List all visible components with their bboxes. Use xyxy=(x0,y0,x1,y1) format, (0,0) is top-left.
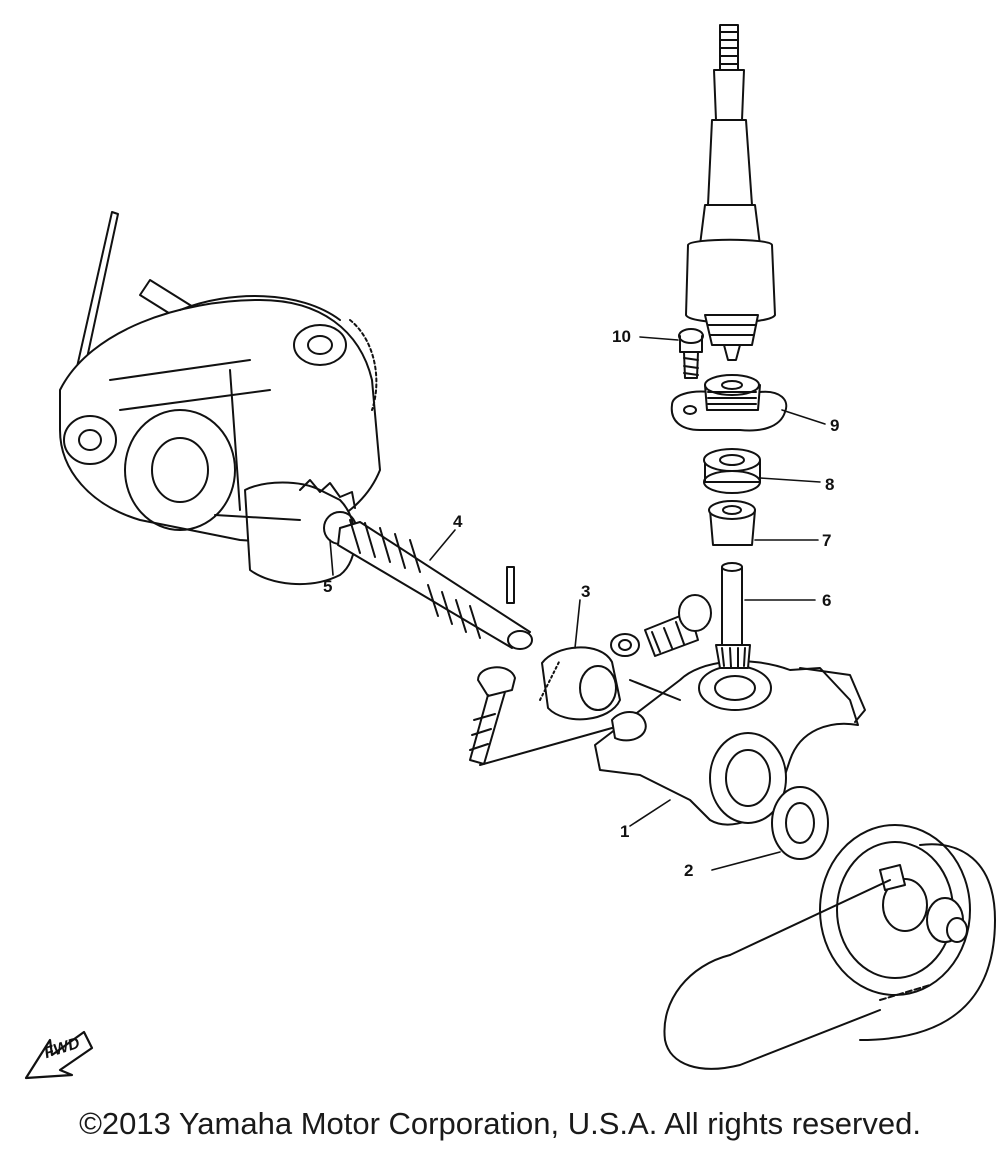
part-10-screw xyxy=(678,328,704,379)
callout-8: 8 xyxy=(825,475,835,494)
pulley-assembly xyxy=(663,824,996,1070)
callout-5: 5 xyxy=(323,577,333,596)
part-4-worm-shaft xyxy=(337,519,533,650)
callout-2: 2 xyxy=(684,861,694,880)
callout-7: 7 xyxy=(822,531,832,550)
copyright-notice: ©2013 Yamaha Motor Corporation, U.S.A. A… xyxy=(79,1106,921,1141)
part-2-seal xyxy=(771,786,829,860)
part-1-housing xyxy=(594,660,866,826)
callout-3: 3 xyxy=(581,582,591,601)
fwd-arrow-icon xyxy=(24,1030,94,1080)
exploded-parts-diagram xyxy=(24,24,996,1080)
leader-lines xyxy=(329,336,826,871)
callout-10: 10 xyxy=(612,327,631,346)
callout-6: 6 xyxy=(822,591,832,610)
callout-1: 1 xyxy=(620,822,630,841)
bolt-left xyxy=(469,666,613,766)
part-8-ring xyxy=(703,448,761,494)
callout-4: 4 xyxy=(453,512,463,531)
part-9-flange xyxy=(670,374,788,432)
speedometer-cable xyxy=(685,24,776,361)
part-7-bushing xyxy=(708,500,756,546)
part-6-gear-shaft xyxy=(715,562,751,669)
callout-9: 9 xyxy=(830,416,840,435)
bolt-right xyxy=(610,594,712,657)
pin xyxy=(506,566,515,604)
engine-assembly xyxy=(59,211,381,586)
part-3-bushing xyxy=(539,646,621,721)
